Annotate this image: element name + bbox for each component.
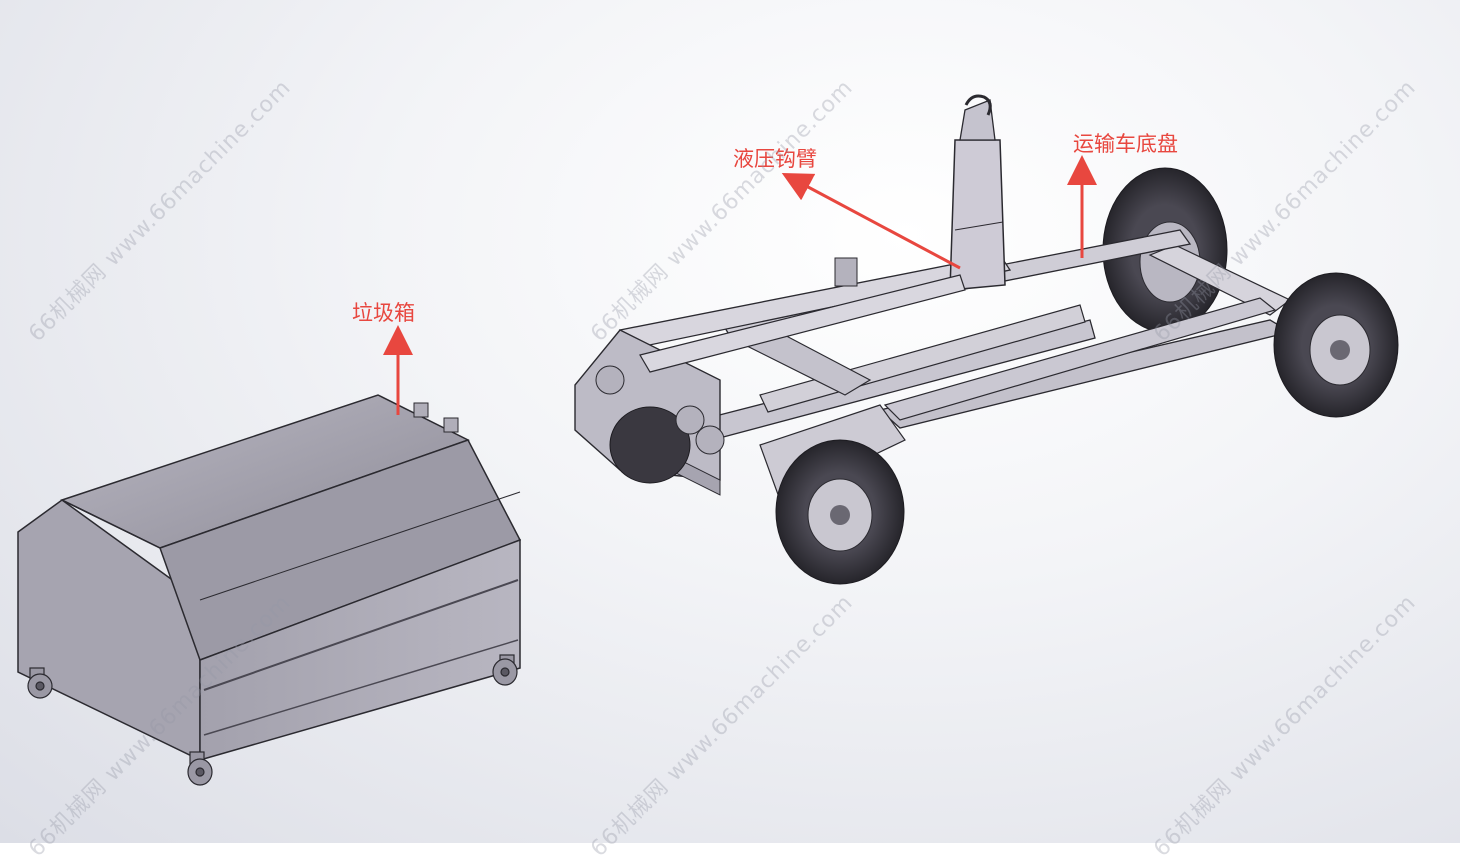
bin-label: 垃圾箱 [352,301,415,325]
hydraulic-hook-arm [639,94,1006,396]
rear-wheel-near [1273,272,1399,418]
assembly-drawing [17,94,1399,786]
front-wheel-near [759,404,906,585]
transport-chassis [574,94,1399,585]
chassis-label: 运输车底盘 [1073,132,1178,156]
hook-arm-label: 液压钩臂 [733,147,817,171]
annotation-arrows [383,155,1097,415]
garbage-bin [17,394,522,786]
hook-arm-arrow [781,172,961,270]
